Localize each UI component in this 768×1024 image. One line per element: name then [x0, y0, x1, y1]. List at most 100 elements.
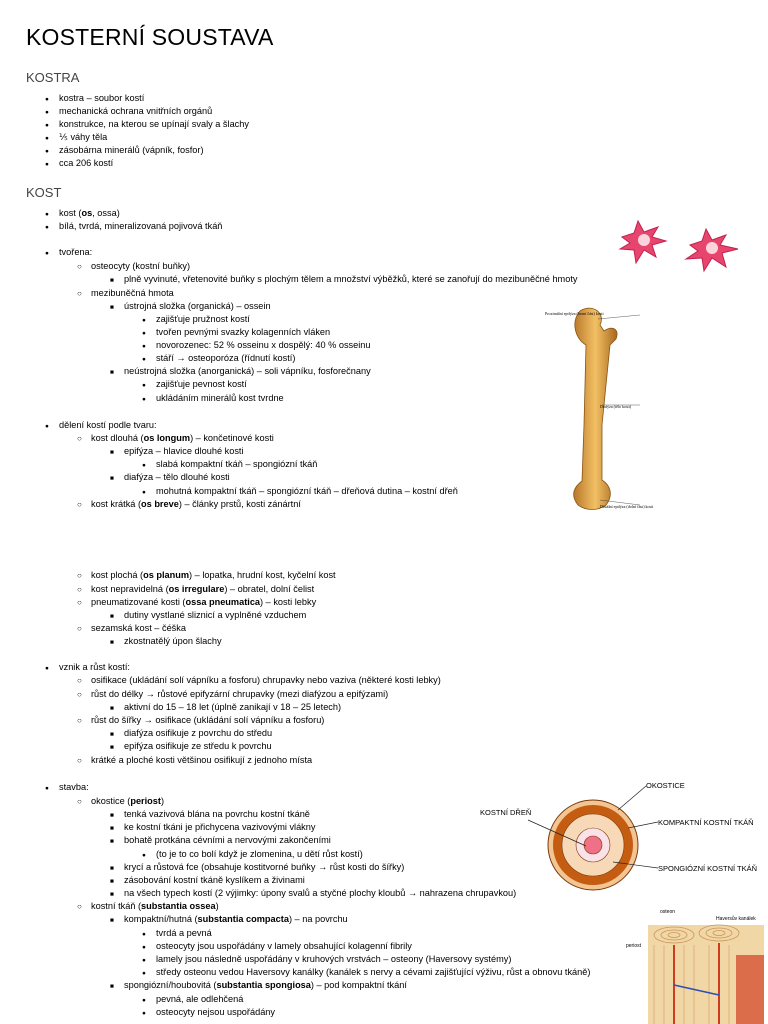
- list-item-level-2: pneumatizované kosti (ossa pneumatica) –…: [77, 597, 317, 608]
- osteocyte-nucleus: [706, 242, 718, 254]
- list-item-level-4: osteocyty jsou uspořádány v lamely obsah…: [142, 941, 412, 953]
- list-item-level-3: diafýza osifikuje z povrchu do středu: [110, 728, 272, 740]
- list-item-level-3: zásobování kostní tkáně kyslíkem a živin…: [110, 875, 305, 887]
- list-item-text: ) – na povrchu: [288, 914, 348, 924]
- list-item-text: vznik a růst kostí:: [59, 662, 130, 672]
- femur-image: Proximální epifýza (horní část) kosti Di…: [545, 307, 654, 510]
- list-item-text: plně vyvinuté, vřetenovité buňky s ploch…: [124, 274, 578, 284]
- list-item-text: ossa pneumatica: [185, 597, 261, 607]
- list-item-text: neústrojná složka (anorganická) – soli v…: [124, 366, 371, 376]
- list-item-text: kostní tkáň (: [91, 901, 142, 911]
- list-item-level-1: tvořena:: [45, 247, 93, 259]
- list-item-text: kost nepravidelná (: [91, 584, 169, 594]
- list-item-text: zásobárna minerálů (vápník, fosfor): [59, 145, 204, 155]
- list-item-level-2: růst do šířky → osifikace (ukládání solí…: [77, 715, 324, 726]
- list-item-level-4: tvrdá a pevná: [142, 928, 212, 940]
- label-osteon: osteon: [660, 909, 675, 915]
- list-item-text: tvořena:: [59, 247, 93, 257]
- label-periost: periost: [626, 943, 642, 949]
- list-item-level-1: kostra – soubor kostí: [45, 93, 144, 105]
- list-item-level-2: okostice (periost): [77, 796, 165, 807]
- list-item-level-3: diafýza – tělo dlouhé kosti: [110, 472, 230, 484]
- label-havers: Haversův kanálek: [716, 915, 756, 922]
- list-item-level-1: stavba:: [45, 782, 88, 794]
- list-item-level-4: ukládáním minerálů kost tvrdne: [142, 393, 284, 405]
- list-item-text: ): [160, 796, 165, 806]
- list-item-level-4: tvořen pevnými svazky kolagenních vláken: [142, 327, 331, 339]
- list-item-level-3: kompaktní/hutná (substantia compacta) – …: [110, 914, 348, 926]
- list-item-level-2: sezamská kost – čéška: [77, 623, 186, 634]
- list-item-text: zásobování kostní tkáně kyslíkem a živin…: [124, 875, 305, 885]
- list-item-level-2: kost krátká (os breve) – články prstů, k…: [77, 499, 301, 510]
- femur-label-middle: Diafýza (tělo kosti): [600, 404, 632, 409]
- list-item-level-4: zajišťuje pružnost kostí: [142, 314, 250, 326]
- list-item-text: tvrdá a pevná: [156, 928, 212, 938]
- list-item-level-4: zajišťuje pevnost kostí: [142, 379, 247, 391]
- list-item-text: kompaktní/hutná (: [124, 914, 198, 924]
- list-item-level-3: epifýza osifikuje ze středu k povrchu: [110, 741, 272, 753]
- list-item-text: epifýza – hlavice dlouhé kosti: [124, 446, 244, 456]
- list-item-level-2: kost nepravidelná (os irregulare) – obra…: [77, 584, 314, 595]
- list-item-text: os breve: [141, 499, 179, 509]
- page-title: KOSTERNÍ SOUSTAVA: [26, 24, 274, 50]
- list-item-text: slabá kompaktní tkáň – spongiózní tkáň: [156, 459, 318, 469]
- list-item-level-3: zkostnatělý úpon šlachy: [110, 636, 221, 648]
- list-item-text: os longum: [143, 433, 191, 443]
- list-item-text: substantia spongiosa: [216, 980, 311, 990]
- list-item-text: epifýza osifikuje ze středu k povrchu: [124, 741, 272, 751]
- list-item-level-3: ke kostní tkáni je přichycena vazivovými…: [110, 822, 316, 834]
- list-item-level-3: spongiózní/houbovitá (substantia spongio…: [110, 980, 407, 992]
- list-item-level-2: kost dlouhá (os longum) – končetinové ko…: [77, 433, 274, 444]
- list-item-text: dutiny vystlané sliznicí a vyplněné vzdu…: [124, 610, 307, 620]
- list-item-level-3: krycí a růstová fce (obsahuje kostitvorn…: [110, 862, 404, 874]
- list-item-text: ukládáním minerálů kost tvrdne: [156, 393, 284, 403]
- list-item-text: středy osteonu vedou Haversovy kanálky (…: [156, 967, 591, 977]
- osteocyte-cells-image: [618, 219, 739, 273]
- list-item-level-1: vznik a růst kostí:: [45, 662, 130, 674]
- list-item-level-2: růst do délky → růstové epifyzární chrup…: [77, 689, 389, 700]
- list-item-text: mezibuněčná hmota: [91, 288, 174, 298]
- list-item-text: os: [81, 208, 93, 218]
- list-item-level-3: tenká vazivová blána na povrchu kostní t…: [110, 809, 310, 821]
- list-item-level-4: osteocyty nejsou uspořádány: [142, 1007, 275, 1019]
- list-item-text: periost: [130, 796, 161, 806]
- label-kompaktni: KOMPAKTNÍ KOSTNÍ TKÁŇ: [658, 818, 754, 827]
- list-item-text: substantia compacta: [197, 914, 289, 924]
- list-item-level-1: mechanická ochrana vnitřních orgánů: [45, 106, 213, 118]
- bone-cross-section-image: OKOSTICE KOSTNÍ DŘEŇ KOMPAKTNÍ KOSTNÍ TK…: [480, 781, 757, 891]
- list-item-level-1: zásobárna minerálů (vápník, fosfor): [45, 145, 204, 157]
- list-item-level-4: novorozenec: 52 % osseinu x dospělý: 40 …: [142, 340, 370, 352]
- list-item-level-1: dělení kostí podle tvaru:: [45, 420, 157, 432]
- list-item-text: krátké a ploché kosti většinou osifikují…: [91, 755, 313, 765]
- list-item-text: kost (: [59, 208, 82, 218]
- list-item-text: zajišťuje pevnost kostí: [156, 379, 247, 389]
- list-item-level-3: plně vyvinuté, vřetenovité buňky s ploch…: [110, 274, 578, 286]
- list-item-level-4: lamely jsou následně uspořádány v kruhov…: [142, 954, 511, 966]
- list-item-text: mechanická ochrana vnitřních orgánů: [59, 106, 213, 116]
- list-item-level-4: (to je to co bolí když je zlomenina, u d…: [142, 849, 363, 861]
- list-item-text: tvořen pevnými svazky kolagenních vláken: [156, 327, 331, 337]
- list-item-level-4: slabá kompaktní tkáň – spongiózní tkáň: [142, 459, 318, 471]
- list-item-text: pneumatizované kosti (: [91, 597, 186, 607]
- list-item-text: konstrukce, na kterou se upínají svaly a…: [59, 119, 249, 129]
- list-item-text: osteocyty jsou uspořádány v lamely obsah…: [156, 941, 412, 951]
- list-item-text: bílá, tvrdá, mineralizovaná pojivová tká…: [59, 221, 223, 231]
- list-item-level-3: epifýza – hlavice dlouhé kosti: [110, 446, 244, 458]
- section-heading-kostra: KOSTRA: [26, 70, 80, 85]
- list-item-text: (to je to co bolí když je zlomenina, u d…: [156, 849, 363, 859]
- label-spongiozni: SPONGIÓZNÍ KOSTNÍ TKÁŇ: [658, 864, 757, 873]
- list-item-text: ústrojná složka (organická) – ossein: [124, 301, 271, 311]
- list-item-text: cca 206 kostí: [59, 158, 114, 168]
- list-item-text: ⅕ váhy těla: [59, 132, 108, 142]
- list-item-level-2: osifikace (ukládání solí vápníku a fosfo…: [77, 675, 441, 686]
- list-item-text: osifikace (ukládání solí vápníku a fosfo…: [91, 675, 441, 685]
- label-kostni-dren: KOSTNÍ DŘEŇ: [480, 808, 531, 817]
- list-item-level-3: bohatě protkána cévními a nervovými zako…: [110, 835, 331, 847]
- list-item-text: ke kostní tkáni je přichycena vazivovými…: [124, 822, 316, 832]
- list-item-text: tenká vazivová blána na povrchu kostní t…: [124, 809, 310, 819]
- list-item-level-1: cca 206 kostí: [45, 158, 114, 170]
- list-item-text: kost plochá (: [91, 570, 144, 580]
- list-item-text: aktivní do 15 – 18 let (úplně zanikají v…: [124, 702, 342, 712]
- list-item-text: ) – kosti lebky: [260, 597, 317, 607]
- list-item-text: růst do délky → růstové epifyzární chrup…: [91, 689, 389, 699]
